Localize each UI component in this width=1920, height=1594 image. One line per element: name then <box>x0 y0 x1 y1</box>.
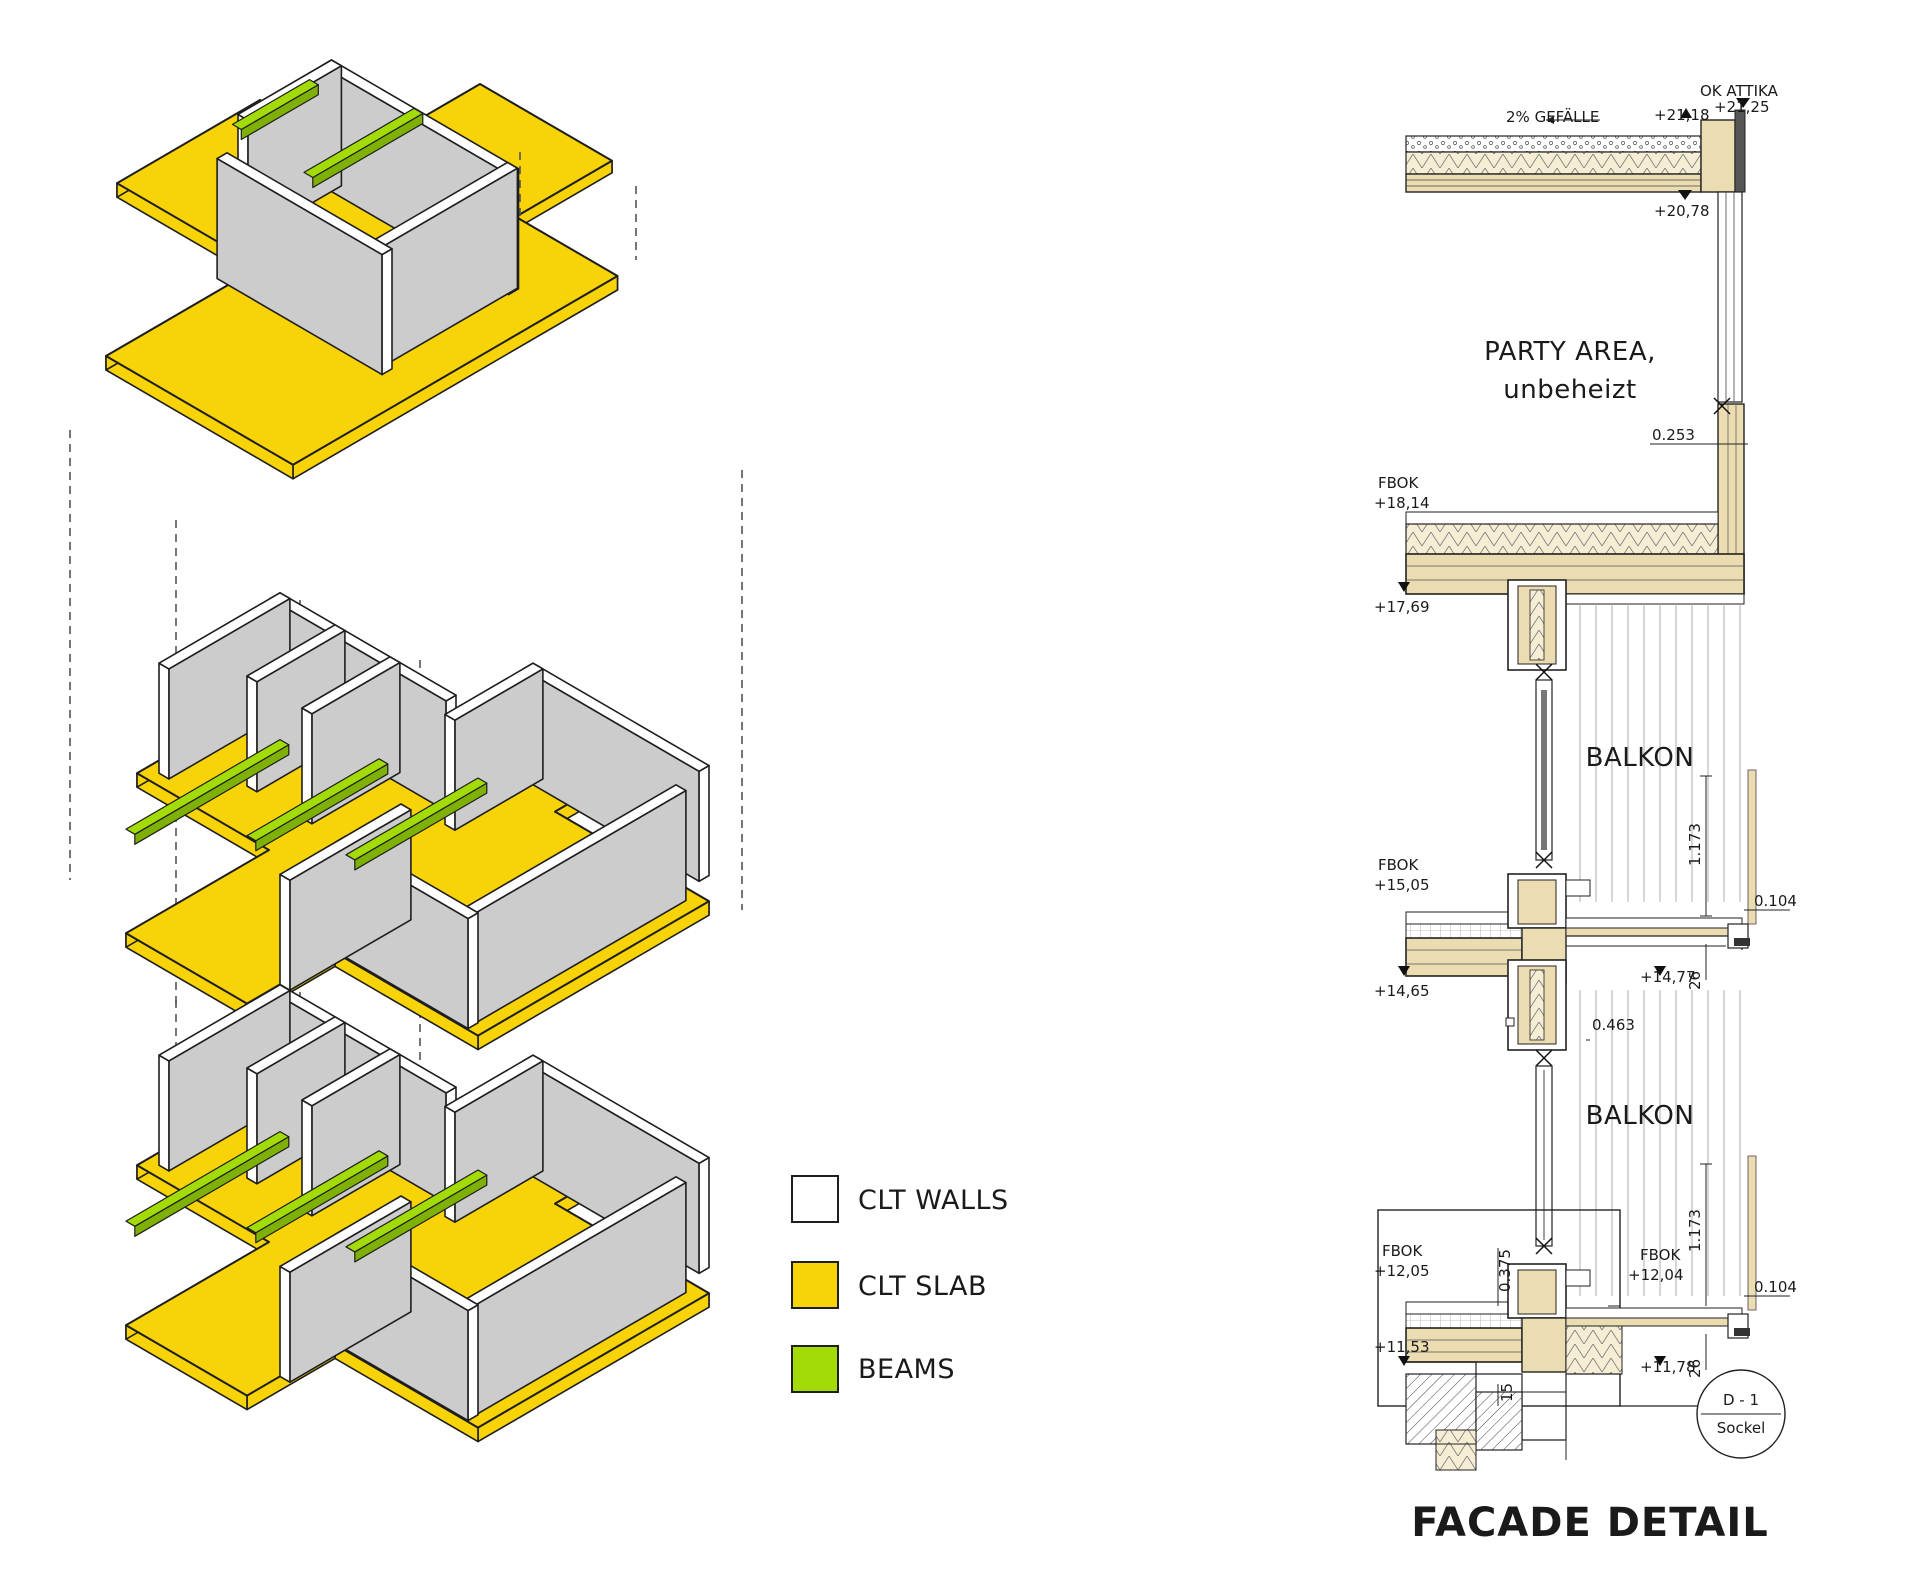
label-fbok-1-level: +18,14 <box>1374 494 1430 512</box>
beam-mid-1 <box>125 738 290 835</box>
wall-bot-9-top <box>279 1195 412 1273</box>
wall-bot-2-end <box>158 1054 170 1172</box>
balcony-railing-upper <box>1579 604 1741 902</box>
label-roof-bottom: +20,78 <box>1654 202 1710 220</box>
wall-mid-6-top <box>444 662 544 721</box>
wall-bot-4-top <box>301 1048 401 1107</box>
wall-mid-2-end <box>158 662 170 780</box>
label-fbok-2-level: +15,05 <box>1374 876 1430 894</box>
level-markers <box>1398 98 1750 1366</box>
callout-id: D - 1 <box>1723 1391 1759 1409</box>
railing-post-lower <box>1747 1155 1757 1311</box>
railing-post-upper <box>1747 769 1757 925</box>
label-fbok-4-level: +12,04 <box>1628 1266 1684 1284</box>
wall-mid-9-top <box>279 803 412 881</box>
label-fbok-2: FBOK <box>1378 856 1419 874</box>
wall-mid-5-end <box>698 764 710 883</box>
edge-beam-1 <box>1507 579 1567 681</box>
label-dim-sill: 0.375 <box>1496 1249 1514 1292</box>
wall-party-front-end <box>381 248 393 376</box>
legend-item-beams: BEAMS <box>791 1345 955 1393</box>
room-balkon-2: BALKON <box>1586 1101 1695 1131</box>
wall-mid-2-top <box>158 591 291 670</box>
beam-mid-2 <box>246 758 389 842</box>
beam-party-2 <box>303 107 424 179</box>
label-slab-2-bottom: +14,65 <box>1374 982 1430 1000</box>
foundation-plinth <box>1405 1373 1567 1471</box>
beam-mid-3 <box>345 777 488 861</box>
room-party-sub: unbeheizt <box>1503 375 1637 405</box>
wall-mid-4-top <box>301 655 401 715</box>
detail-callout-marker: D - 1 Sockel <box>1696 1369 1786 1459</box>
floor-slab-3 <box>1405 1263 1750 1441</box>
label-ok-attika: OK ATTIKA <box>1700 82 1779 100</box>
label-fbok-1: FBOK <box>1378 474 1419 492</box>
wall-bot-6-top <box>444 1054 544 1113</box>
label-attika-level: +21,25 <box>1714 98 1770 116</box>
wall-mid-8-end <box>467 911 479 1030</box>
legend-item-walls: CLT WALLS <box>791 1175 1009 1223</box>
room-party: PARTY AREA, <box>1484 337 1656 367</box>
label-dim-railing-1: 1.173 <box>1686 823 1704 866</box>
label-dim-15: 15 <box>1498 1383 1516 1402</box>
wall-mid-9-end <box>279 873 291 991</box>
label-slab-1-bottom: +17,69 <box>1374 598 1430 616</box>
legend-label-slab: CLT SLAB <box>858 1271 987 1302</box>
window-frame-upper <box>1535 679 1553 869</box>
wall-mid-3-top <box>246 623 346 683</box>
wall-bot-5-end <box>698 1156 710 1275</box>
wall-party-front-top <box>216 152 393 256</box>
label-slope: 2% GEFÄLLE <box>1506 107 1599 126</box>
exploded-axonometric <box>69 59 743 1443</box>
floor-slab-2 <box>1405 873 1750 985</box>
balcony-railing-lower <box>1579 990 1741 1296</box>
wall-bot-3-top <box>246 1015 346 1075</box>
label-dim-edge-1: 0.104 <box>1754 892 1797 910</box>
legend-swatch-slab <box>791 1261 839 1309</box>
dimension-lines <box>1497 443 1790 1406</box>
label-roof-top: +21,18 <box>1654 106 1710 124</box>
label-dim-26-1: 26 <box>1686 971 1704 990</box>
legend-swatch-walls <box>791 1175 839 1223</box>
legend-item-slab: CLT SLAB <box>791 1261 987 1309</box>
label-dim-edge-2: 0.104 <box>1754 1278 1797 1296</box>
wall-bot-2-top <box>158 983 291 1062</box>
label-balcony-2-bottom: +11,78 <box>1640 1358 1696 1376</box>
room-balkon-1: BALKON <box>1586 743 1695 773</box>
beam-party-1 <box>231 78 319 131</box>
label-fbok-3: FBOK <box>1382 1242 1423 1260</box>
floor-slab-1 <box>1405 511 1745 605</box>
roof-buildup <box>1405 109 1746 403</box>
beam-bot-1 <box>125 1130 290 1227</box>
label-fbok-3-level: +12,05 <box>1374 1262 1430 1280</box>
callout-name: Sockel <box>1717 1419 1766 1437</box>
beam-bot-3 <box>345 1169 488 1253</box>
edge-beam-2 <box>1505 959 1567 1067</box>
label-balcony-1-bottom: +14,77 <box>1640 968 1696 986</box>
label-slab-3-bottom: +11,53 <box>1374 1338 1430 1356</box>
facade-section-drawing: D - 1 Sockel 2% GEFÄLLE OK ATTIKA +21,25… <box>1374 82 1797 1546</box>
legend-label-beams: BEAMS <box>858 1354 955 1385</box>
beam-bot-2 <box>246 1150 389 1234</box>
window-frame-lower <box>1535 1065 1553 1255</box>
label-dim-parapet: 0.253 <box>1652 426 1695 444</box>
wall-bot-8-end <box>467 1304 479 1422</box>
label-dim-beam: 0.463 <box>1592 1016 1635 1034</box>
label-fbok-4: FBOK <box>1640 1246 1681 1264</box>
legend: CLT WALLS CLT SLAB BEAMS <box>791 1175 1009 1393</box>
slope-arrow <box>1546 116 1600 124</box>
legend-swatch-beams <box>791 1345 839 1393</box>
wall-bot-9-end <box>279 1265 291 1383</box>
section-labels: 2% GEFÄLLE OK ATTIKA +21,25 +21,18 +20,7… <box>1374 82 1797 1402</box>
section-title: FACADE DETAIL <box>1411 1500 1769 1546</box>
label-dim-26-2: 26 <box>1686 1359 1704 1378</box>
legend-label-walls: CLT WALLS <box>858 1185 1009 1216</box>
label-dim-railing-2: 1.173 <box>1686 1209 1704 1252</box>
